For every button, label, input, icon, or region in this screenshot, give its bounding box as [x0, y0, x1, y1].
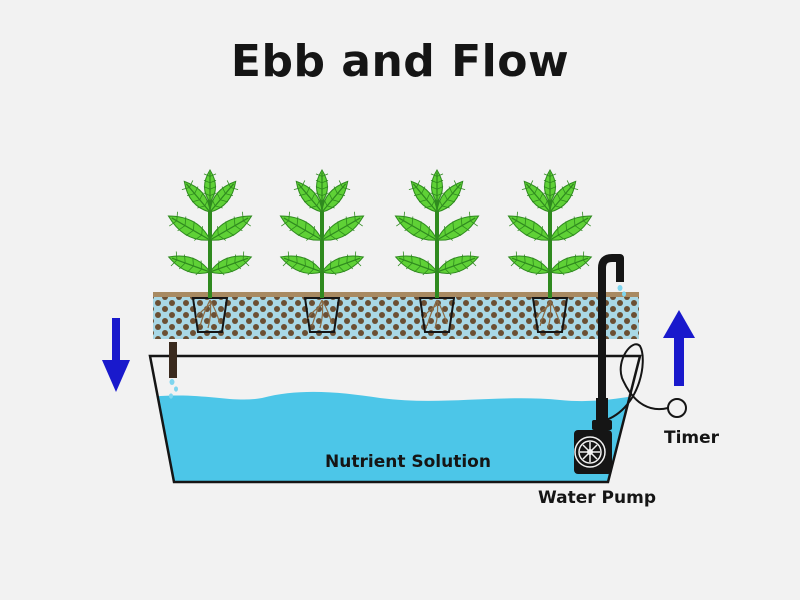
- timer-icon: [667, 398, 687, 418]
- plants-group: [167, 169, 593, 333]
- plant-icon: [279, 169, 365, 333]
- plant-icon: [394, 169, 480, 333]
- nutrient-solution-label: Nutrient Solution: [325, 452, 491, 472]
- reservoir-tank: [148, 354, 642, 484]
- plant-icon: [507, 169, 593, 333]
- water-pump-icon: [574, 398, 612, 474]
- timer-cable: [599, 343, 669, 423]
- drain-pipe: [169, 342, 178, 399]
- arrow-down-icon: [102, 318, 130, 392]
- plant-icon: [167, 169, 253, 333]
- timer-label: Timer: [664, 428, 720, 448]
- supply-pipe: [598, 254, 626, 440]
- diagram-title: Ebb and Flow: [230, 36, 570, 87]
- water-pump-label: Water Pump: [538, 488, 656, 508]
- arrow-up-icon: [663, 310, 695, 386]
- nutrient-solution-water: [150, 391, 640, 482]
